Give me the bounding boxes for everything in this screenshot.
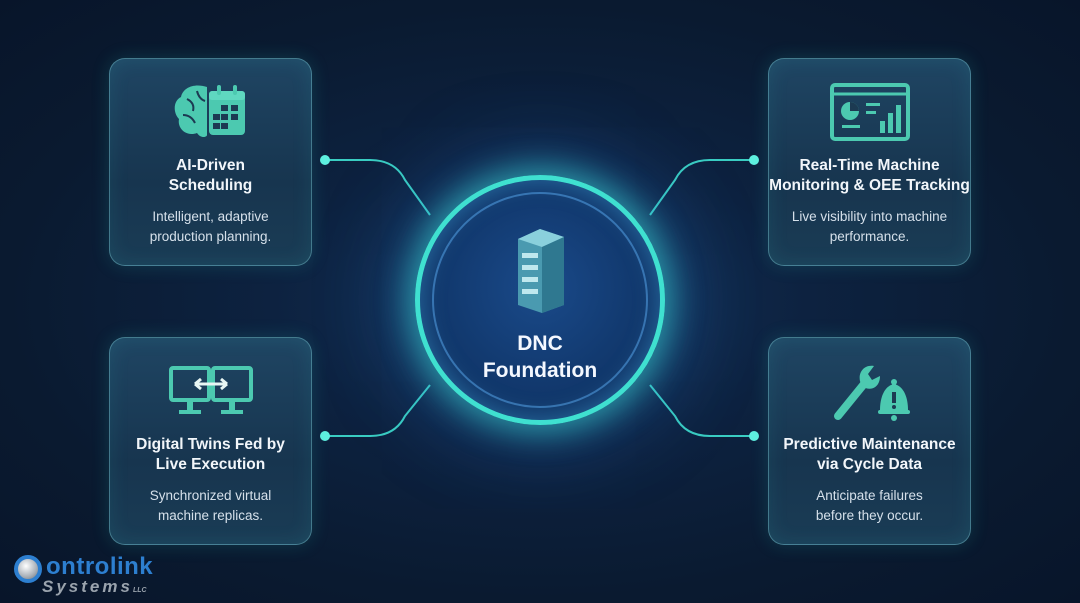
card-title-line2: Scheduling — [168, 177, 253, 194]
dnc-foundation-hub: DNC Foundation — [415, 175, 665, 425]
card-title: Digital Twins Fed by Live Execution — [110, 435, 311, 475]
logo-systems: SystemsLLC — [42, 577, 147, 597]
wrench-bell-icon — [833, 365, 910, 421]
card-desc-line2: before they occur. — [815, 508, 924, 523]
hub-title-line2: Foundation — [482, 359, 598, 382]
connector-bottom-left — [325, 384, 431, 437]
connector-dot — [320, 155, 330, 165]
logo-sphere-icon — [14, 555, 42, 583]
card-title-line1: Real-Time Machine — [799, 157, 940, 174]
card-desc-line2: production planning. — [149, 229, 272, 244]
brain-calendar-icon — [174, 85, 245, 137]
card-desc-line1: Intelligent, adaptive — [152, 209, 269, 224]
card-desc-line2: machine replicas. — [157, 508, 264, 523]
hub-title-line1: DNC — [517, 332, 563, 355]
connector-bottom-right — [649, 384, 754, 437]
connector-top-left — [325, 159, 431, 216]
card-digital-twins: Digital Twins Fed by Live Execution Synch… — [109, 337, 312, 545]
hub-inner-ring — [432, 192, 648, 408]
connector-dot — [320, 431, 330, 441]
card-description: Intelligent, adaptive production planning… — [110, 207, 311, 247]
twin-monitors-icon — [168, 366, 253, 414]
server-rack-icon — [518, 229, 564, 313]
card-description: Live visibility into machine performance. — [769, 207, 970, 247]
card-title-line1: Digital Twins Fed by — [136, 436, 285, 453]
dashboard-chart-icon — [829, 83, 910, 141]
card-title: Predictive Maintenance via Cycle Data — [769, 435, 970, 475]
logo-wordmark: ontrolink — [46, 553, 154, 580]
card-predictive-maintenance: Predictive Maintenance via Cycle Data Ant… — [768, 337, 971, 545]
logo-systems-text: Systems — [42, 577, 133, 596]
card-description: Anticipate failures before they occur. — [769, 486, 970, 526]
card-desc-line2: performance. — [829, 229, 910, 244]
card-desc-line1: Live visibility into machine — [791, 209, 948, 224]
card-title-line2: Live Execution — [155, 456, 266, 473]
card-title-line1: AI-Driven — [176, 157, 245, 174]
connector-top-right — [649, 159, 754, 216]
connector-dot — [749, 431, 759, 441]
logo-llc: LLC — [132, 587, 147, 594]
card-desc-line1: Synchronized virtual — [149, 488, 272, 503]
card-description: Synchronized virtual machine replicas. — [110, 486, 311, 526]
card-desc-line1: Anticipate failures — [816, 488, 923, 503]
controlink-logo: ontrolink SystemsLLC — [14, 553, 164, 599]
connector-dot — [749, 155, 759, 165]
card-title-line1: Predictive Maintenance — [783, 436, 956, 453]
card-title-line2: via Cycle Data — [816, 456, 923, 473]
card-title-line2: Monitoring & OEE Tracking — [769, 177, 970, 194]
hub-title: DNC Foundation — [420, 330, 660, 384]
